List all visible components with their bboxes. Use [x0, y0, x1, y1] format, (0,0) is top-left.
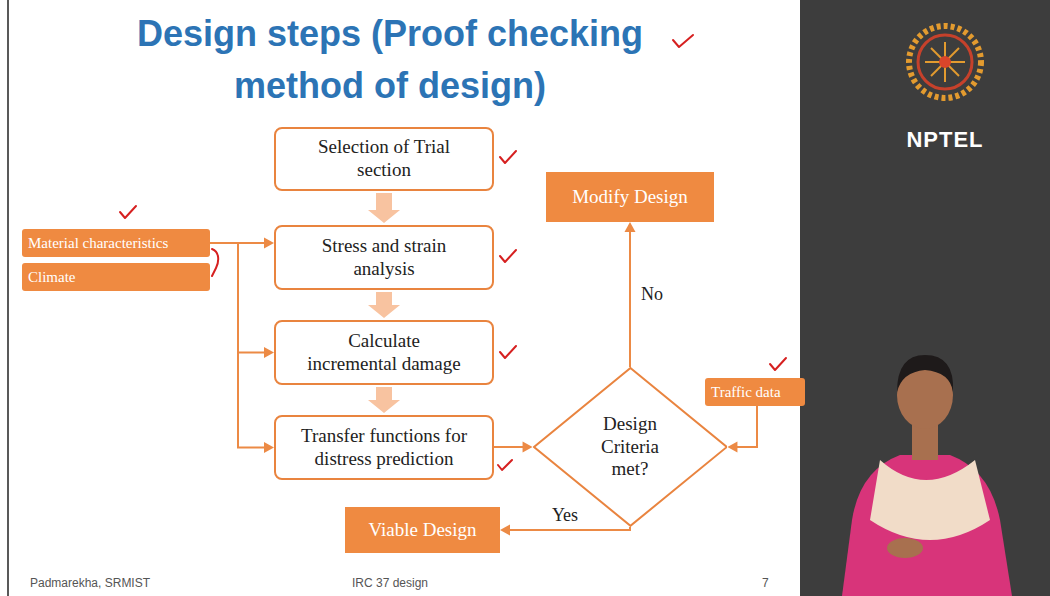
- arrowhead: [264, 442, 274, 453]
- process-box: Selection of Trial section: [274, 127, 494, 191]
- connector: [494, 441, 533, 452]
- flow-arrow-shape: [368, 387, 400, 413]
- input-box: Traffic data: [705, 378, 805, 406]
- node-text: Viable Design: [368, 519, 476, 542]
- connector: [727, 406, 757, 453]
- flow-arrow: [368, 387, 400, 413]
- arrowhead: [727, 441, 737, 452]
- arrowhead: [264, 347, 274, 358]
- edge-label: No: [638, 284, 666, 306]
- logo-text: NPTEL: [906, 127, 983, 153]
- author-footer: Padmarekha, SRMIST: [30, 576, 150, 590]
- course-footer: IRC 37 design: [352, 576, 428, 590]
- node-text: Transfer functions for distress predicti…: [286, 425, 482, 471]
- slide-title: Design steps (Proof checking method of d…: [110, 8, 670, 112]
- presenter-figure: [842, 355, 1012, 596]
- connector-line: [210, 243, 266, 448]
- connector: [210, 243, 274, 453]
- node-text: Design Criteria met?: [584, 413, 676, 481]
- slide-border: [7, 0, 9, 596]
- connector-line: [629, 230, 631, 367]
- decision-diamond: Design Criteria met?: [533, 367, 728, 527]
- arrowhead: [500, 525, 510, 536]
- outcome-box: Viable Design: [345, 507, 500, 553]
- connector-line: [508, 527, 630, 530]
- node-text: Stress and strain analysis: [289, 235, 479, 281]
- connector-line: [494, 446, 525, 448]
- diamond-shape: [534, 368, 727, 526]
- input-box: Climate: [22, 263, 210, 291]
- connector-line: [735, 406, 757, 447]
- flow-arrow-shape: [368, 292, 400, 318]
- outcome-box: Modify Design: [546, 172, 714, 222]
- arrowhead: [264, 238, 274, 249]
- nptel-logo: [909, 26, 981, 98]
- node-text: Climate: [28, 268, 76, 286]
- video-panel: [800, 0, 1050, 596]
- connector: [210, 243, 274, 358]
- flow-arrow-shape: [368, 193, 400, 223]
- node-text: Calculate incremental damage: [303, 330, 465, 376]
- node-text: Modify Design: [572, 186, 688, 209]
- arrowhead: [523, 441, 533, 452]
- node-text: Traffic data: [711, 383, 781, 401]
- process-box: Stress and strain analysis: [274, 225, 494, 290]
- page-number: 7: [762, 576, 769, 590]
- connector: [624, 222, 635, 367]
- edge-label: Yes: [549, 505, 581, 527]
- flow-arrow: [368, 193, 400, 223]
- flow-arrow: [368, 292, 400, 318]
- node-text: Selection of Trial section: [289, 136, 479, 182]
- node-text: Material characteristics: [28, 234, 168, 252]
- process-box: Calculate incremental damage: [274, 320, 494, 385]
- arrowhead: [624, 222, 635, 232]
- input-box: Material characteristics: [22, 229, 210, 257]
- process-box: Transfer functions for distress predicti…: [274, 415, 494, 480]
